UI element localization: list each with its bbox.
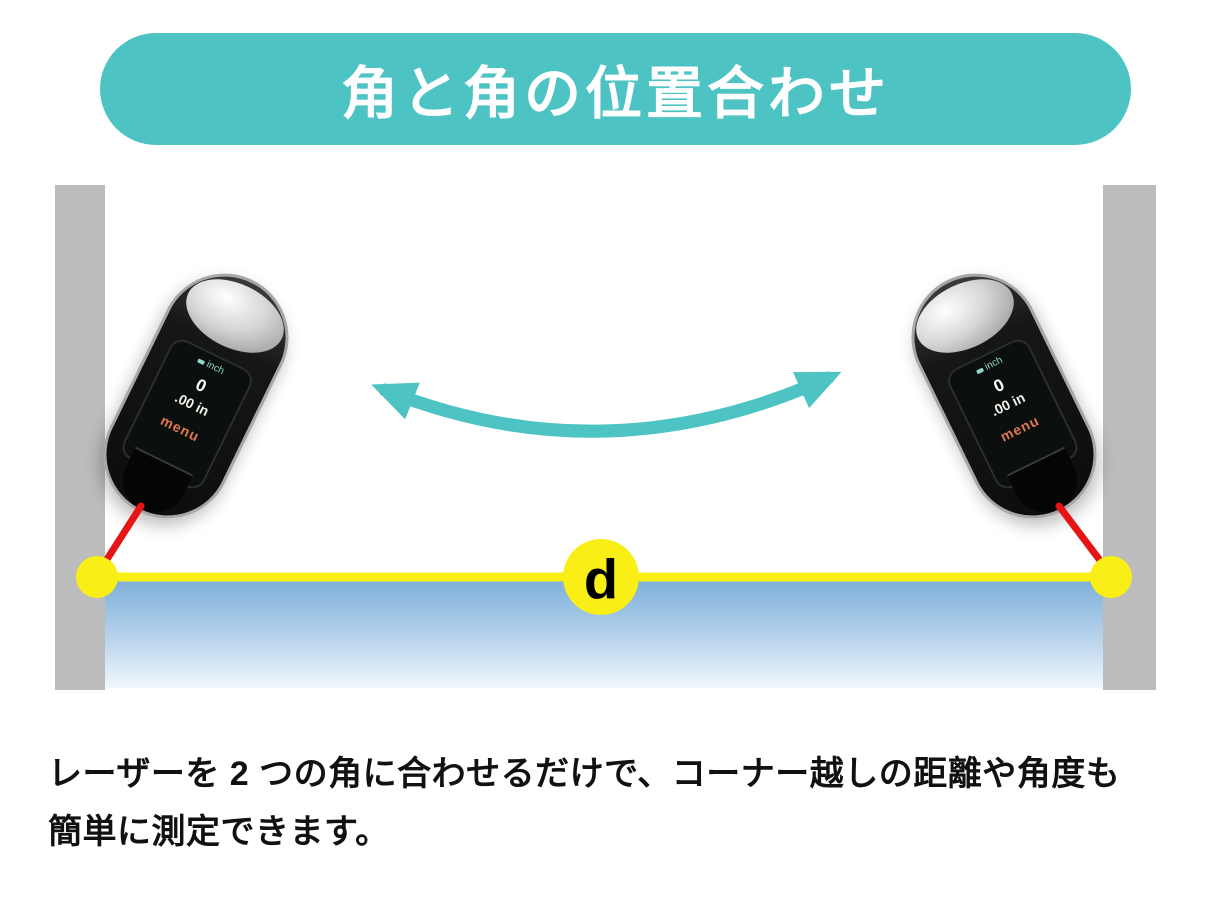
right-wall bbox=[1103, 185, 1156, 690]
title-banner: 角と角の位置合わせ bbox=[100, 33, 1131, 145]
caption: レーザーを 2 つの角に合わせるだけで、コーナー越しの距離や角度も 簡単に測定で… bbox=[48, 745, 1188, 862]
rotate-arrow bbox=[371, 371, 842, 438]
unit-label: inch bbox=[204, 359, 226, 378]
floor-gradient bbox=[105, 581, 1103, 688]
laser-device-left: inch 0 .00 in menu bbox=[81, 251, 311, 541]
battery-icon bbox=[197, 357, 206, 365]
battery-icon bbox=[975, 367, 984, 374]
page-title: 角と角の位置合わせ bbox=[341, 62, 890, 126]
laser-device-right: inch 0 .00 in menu bbox=[889, 251, 1119, 541]
caption-line-1: レーザーを 2 つの角に合わせるだけで、コーナー越しの距離や角度も bbox=[48, 755, 1121, 793]
device-body: inch 0 .00 in menu bbox=[889, 251, 1119, 541]
unit-label: inch bbox=[983, 354, 1005, 373]
device-body: inch 0 .00 in menu bbox=[81, 251, 311, 541]
left-wall bbox=[55, 185, 105, 690]
caption-line-2: 簡単に測定できます。 bbox=[48, 813, 390, 852]
